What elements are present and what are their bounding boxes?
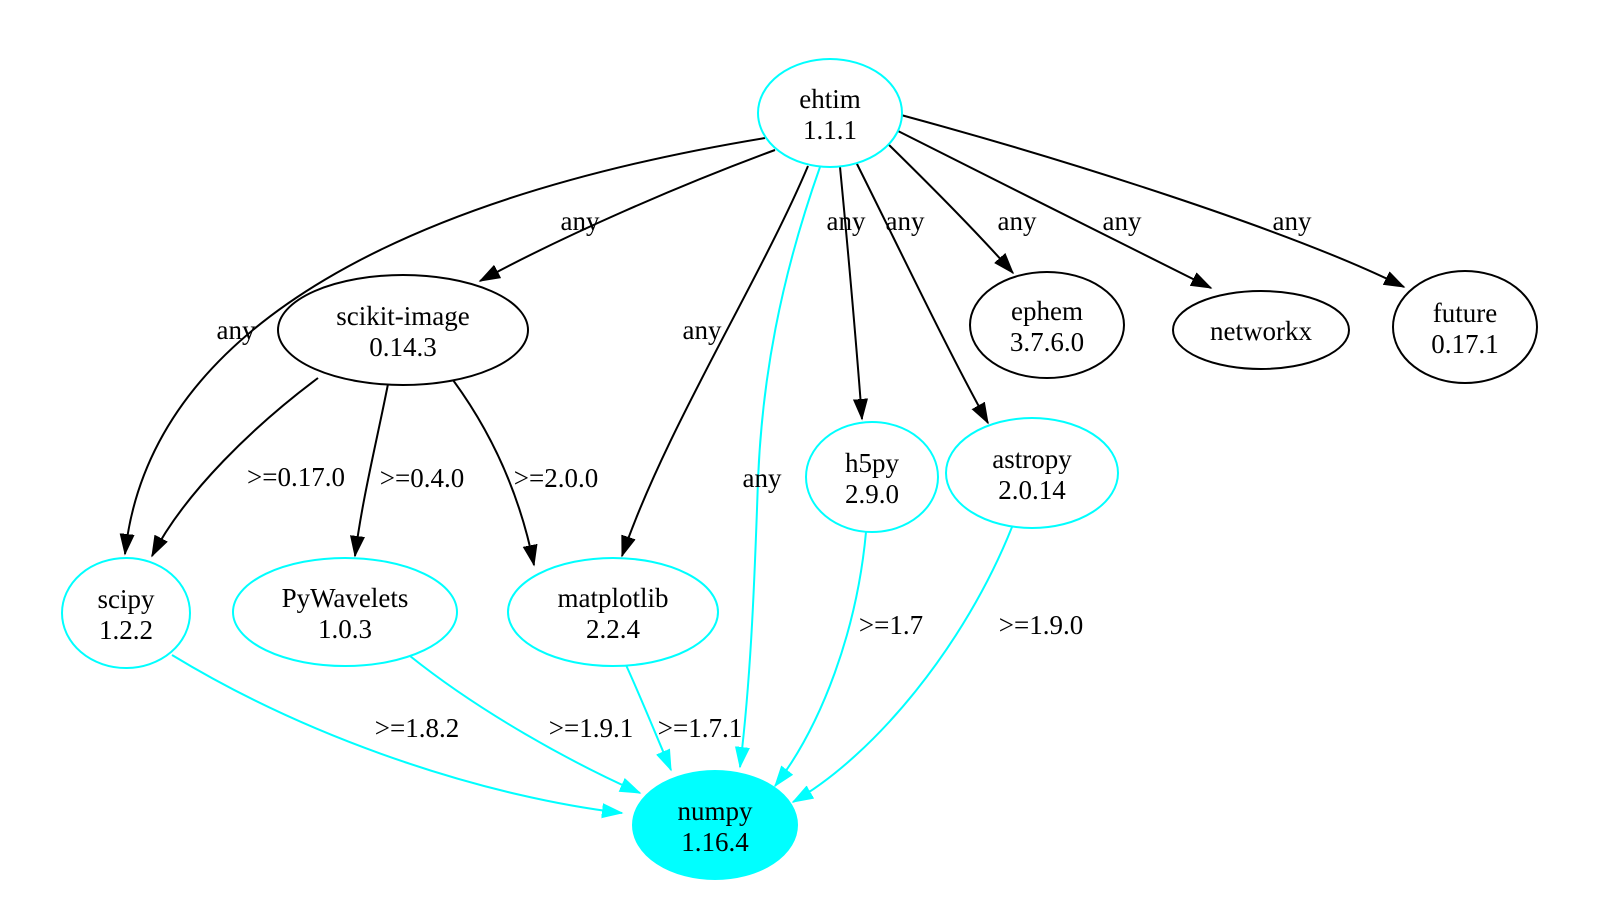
node-ellipse-scipy <box>61 557 191 669</box>
edge-label-ehtim-to-future: any <box>1273 206 1312 236</box>
node-ellipse-future <box>1392 270 1538 384</box>
edge-label-ehtim-to-networkx: any <box>1103 206 1142 236</box>
node-name-numpy: numpy <box>677 796 753 826</box>
node-version-scikit-image: 0.14.3 <box>369 332 437 362</box>
node-name-ehtim: ehtim <box>799 84 861 114</box>
edge-label-ehtim-to-h5py: any <box>827 206 866 236</box>
node-ellipse-pywavelets <box>232 557 458 667</box>
edge-ehtim-to-matplotlib <box>621 165 809 556</box>
node-version-h5py: 2.9.0 <box>845 479 899 509</box>
edge-scikit-image-to-matplotlib <box>449 375 534 565</box>
node-version-numpy: 1.16.4 <box>681 827 749 857</box>
edge-label-pywavelets-to-numpy: >=1.9.1 <box>549 713 633 743</box>
edge-label-scipy-to-numpy: >=1.8.2 <box>375 713 459 743</box>
edge-matplotlib-to-numpy <box>625 664 672 770</box>
node-name-pywavelets: PyWavelets <box>282 583 409 613</box>
edge-label-matplotlib-to-numpy: >=1.7.1 <box>658 713 742 743</box>
edges-layer <box>125 114 1404 813</box>
node-version-ehtim: 1.1.1 <box>803 115 857 145</box>
edge-ehtim-to-networkx <box>895 129 1211 289</box>
node-version-astropy: 2.0.14 <box>998 475 1066 505</box>
edge-label-scikit-image-to-matplotlib: >=2.0.0 <box>514 463 598 493</box>
edge-label-scikit-image-to-pywavelets: >=0.4.0 <box>380 463 464 493</box>
node-ellipse-networkx <box>1172 290 1350 370</box>
edge-astropy-to-numpy <box>793 526 1013 803</box>
edge-ehtim-to-astropy <box>855 161 989 423</box>
node-name-scikit-image: scikit-image <box>336 301 469 331</box>
edge-label-ehtim-to-scipy: any <box>217 315 256 345</box>
node-name-ephem: ephem <box>1011 296 1083 326</box>
node-ellipse-matplotlib <box>507 557 719 667</box>
edge-label-ehtim-to-astropy: any <box>886 206 925 236</box>
node-version-matplotlib: 2.2.4 <box>586 614 641 644</box>
edge-h5py-to-numpy <box>775 531 867 786</box>
node-ellipse-astropy <box>945 417 1119 529</box>
node-ellipse-numpy <box>632 770 798 880</box>
edge-label-scikit-image-to-scipy: >=0.17.0 <box>247 462 345 492</box>
edge-ehtim-to-h5py <box>839 166 862 419</box>
node-version-future: 0.17.1 <box>1431 329 1499 359</box>
node-name-astropy: astropy <box>992 444 1072 474</box>
node-version-pywavelets: 1.0.3 <box>318 614 372 644</box>
node-name-matplotlib: matplotlib <box>558 583 669 613</box>
edge-label-h5py-to-numpy: >=1.7 <box>859 610 923 640</box>
edge-label-ehtim-to-ephem: any <box>998 206 1037 236</box>
node-name-scipy: scipy <box>98 584 155 614</box>
node-ellipse-ehtim <box>757 58 903 168</box>
node-name-h5py: h5py <box>845 448 900 478</box>
node-version-scipy: 1.2.2 <box>99 615 153 645</box>
edge-ehtim-to-scikit-image <box>480 149 776 282</box>
edge-label-ehtim-to-numpy: any <box>743 463 782 493</box>
node-name-networkx: networkx <box>1210 316 1312 346</box>
edge-pywavelets-to-numpy <box>409 655 640 794</box>
edge-scikit-image-to-scipy <box>151 377 319 556</box>
node-networkx: networkx <box>1172 290 1350 370</box>
edge-scikit-image-to-pywavelets <box>355 383 389 556</box>
node-version-ephem: 3.7.6.0 <box>1010 327 1084 357</box>
edge-label-ehtim-to-matplotlib: any <box>683 315 722 345</box>
edge-label-ehtim-to-scikit-image: any <box>561 206 600 236</box>
edge-ehtim-to-scipy <box>125 137 766 554</box>
node-ellipse-ephem <box>969 271 1125 379</box>
edge-ehtim-to-numpy <box>740 166 821 767</box>
node-ellipse-scikit-image <box>277 274 529 386</box>
node-name-future: future <box>1433 298 1497 328</box>
edge-ehtim-to-future <box>900 114 1404 288</box>
edge-scipy-to-numpy <box>171 654 622 813</box>
edge-ehtim-to-ephem <box>885 141 1013 273</box>
node-ellipse-h5py <box>805 421 939 533</box>
edge-label-astropy-to-numpy: >=1.9.0 <box>999 610 1083 640</box>
